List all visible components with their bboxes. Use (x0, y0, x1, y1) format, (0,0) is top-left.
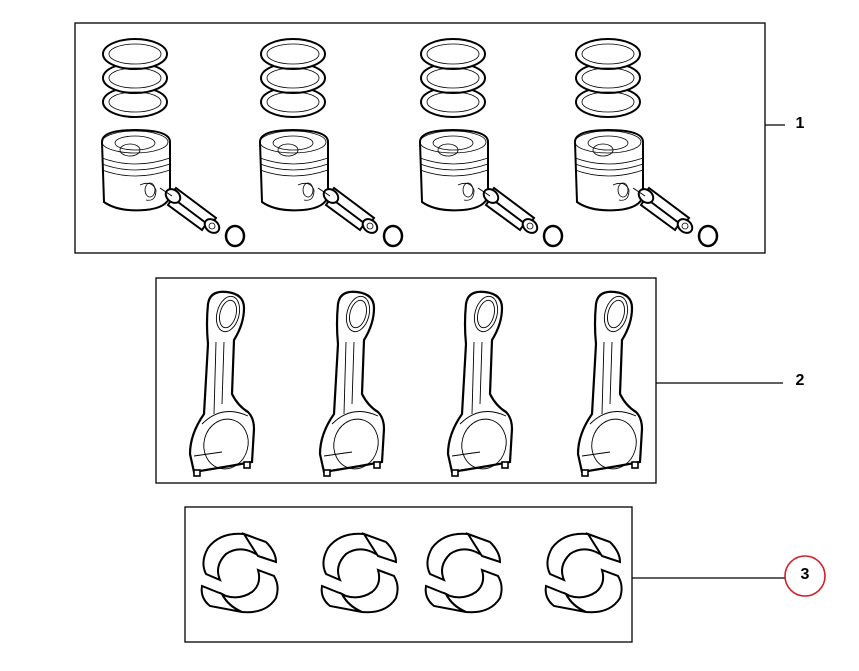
callout-highlight-circle (784, 555, 826, 597)
bearing-set-frame (184, 506, 633, 643)
connecting-rod[interactable] (446, 290, 514, 478)
piston-assembly[interactable] (573, 37, 719, 248)
piston-assembly[interactable] (418, 37, 564, 248)
bearing-shell-pair[interactable] (200, 532, 279, 614)
connecting-rod[interactable] (576, 290, 644, 478)
bearing-shell-pair[interactable] (424, 532, 503, 614)
piston-assembly[interactable] (258, 37, 404, 248)
callout-3[interactable]: 3 (800, 566, 810, 583)
bearing-shell-pair[interactable] (320, 532, 399, 614)
rod-set-frame (155, 277, 657, 484)
bearing-shell-pair[interactable] (544, 532, 623, 614)
callout-1[interactable]: 1 (795, 115, 805, 132)
connecting-rod[interactable] (188, 290, 256, 478)
callout-2[interactable]: 2 (795, 372, 805, 389)
piston-set-frame (74, 22, 766, 254)
piston-assembly[interactable] (100, 37, 246, 248)
connecting-rod[interactable] (318, 290, 386, 478)
